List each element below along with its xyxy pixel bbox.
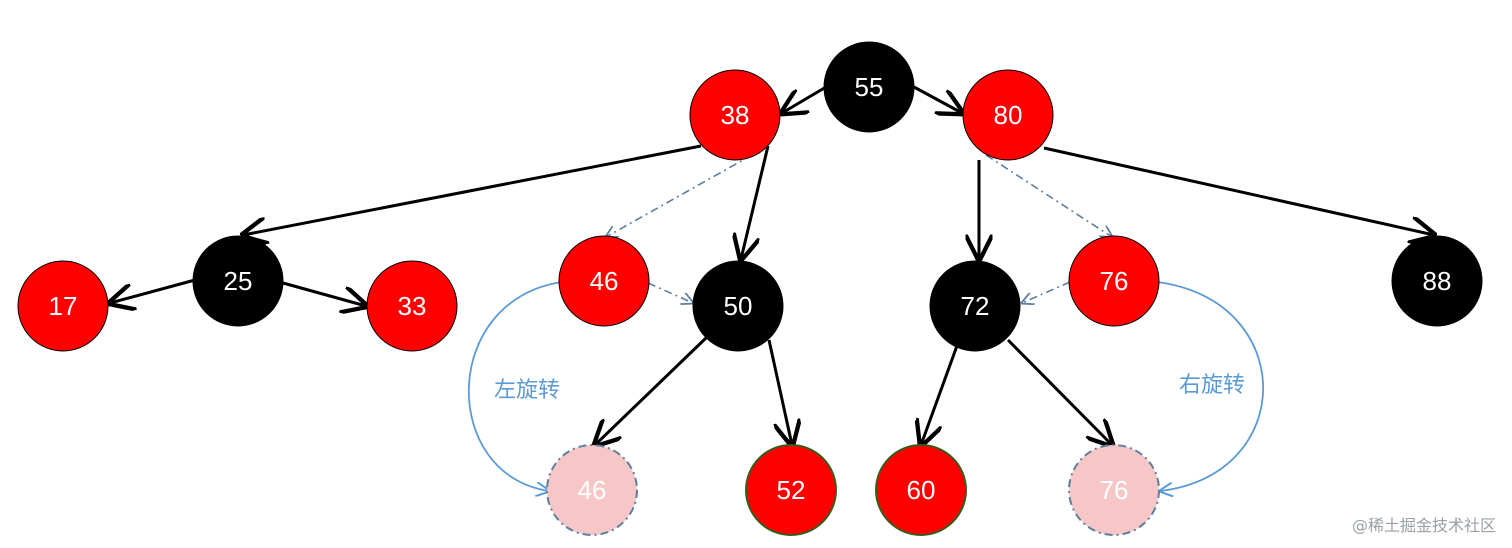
node-88-label: 88 bbox=[1423, 266, 1452, 296]
node-76-rotated-circle bbox=[1068, 444, 1160, 536]
node-25-circle bbox=[192, 235, 284, 327]
node-33: 33 bbox=[366, 260, 458, 352]
node-38-label: 38 bbox=[721, 100, 750, 130]
node-17: 17 bbox=[17, 260, 109, 352]
node-50-circle bbox=[692, 260, 784, 352]
node-46-rotated: 46 bbox=[546, 444, 638, 536]
node-52: 52 bbox=[745, 444, 837, 536]
node-80-label: 80 bbox=[994, 100, 1023, 130]
edge-25-33 bbox=[282, 281, 366, 306]
node-17-circle bbox=[17, 260, 109, 352]
node-46-rotated-circle bbox=[546, 444, 638, 536]
node-76-circle bbox=[1068, 235, 1160, 327]
edge-38-25 bbox=[243, 144, 702, 235]
edge-50-46b bbox=[595, 336, 708, 445]
node-55: 55 bbox=[823, 41, 915, 133]
node-38-circle bbox=[689, 69, 781, 161]
node-55-circle bbox=[823, 41, 915, 133]
node-33-label: 33 bbox=[398, 291, 427, 321]
tree-nodes: 55 38 80 25 17 33 46 50 bbox=[17, 41, 1483, 536]
node-80: 80 bbox=[962, 69, 1054, 161]
node-76-label: 76 bbox=[1100, 266, 1129, 296]
dashed-edge-38-46 bbox=[606, 154, 753, 237]
dashed-edge-76-72 bbox=[1022, 281, 1071, 303]
node-46: 46 bbox=[558, 235, 650, 327]
node-72-label: 72 bbox=[961, 291, 990, 321]
node-52-circle bbox=[745, 444, 837, 536]
watermark: @稀土掘金技术社区 bbox=[1351, 516, 1496, 535]
edge-38-50 bbox=[741, 145, 770, 259]
edge-72-60 bbox=[921, 342, 960, 445]
dashed-edge-46-50 bbox=[647, 282, 693, 303]
node-17-label: 17 bbox=[49, 291, 78, 321]
edge-80-88 bbox=[1043, 146, 1434, 235]
dashed-edge-80-76 bbox=[985, 154, 1112, 237]
node-46-label: 46 bbox=[590, 266, 619, 296]
edge-55-80 bbox=[913, 85, 962, 113]
node-52-label: 52 bbox=[777, 475, 806, 505]
node-76: 76 bbox=[1068, 235, 1160, 327]
node-60-circle bbox=[875, 444, 967, 536]
node-38: 38 bbox=[689, 69, 781, 161]
node-76-rotated: 76 bbox=[1068, 444, 1160, 536]
node-46-circle bbox=[558, 235, 650, 327]
rotation-arcs bbox=[467, 281, 1265, 491]
right-rotation-label: 右旋转 bbox=[1179, 373, 1245, 398]
node-50-label: 50 bbox=[724, 291, 753, 321]
edge-25-17 bbox=[110, 278, 196, 303]
edge-50-52 bbox=[767, 339, 792, 445]
node-25-label: 25 bbox=[224, 266, 253, 296]
node-50: 50 bbox=[692, 260, 784, 352]
node-72: 72 bbox=[929, 260, 1021, 352]
rotation-dashed-edges bbox=[606, 154, 1112, 303]
node-60-label: 60 bbox=[907, 475, 936, 505]
node-25: 25 bbox=[192, 235, 284, 327]
node-46-rotated-label: 46 bbox=[578, 475, 607, 505]
node-72-circle bbox=[929, 260, 1021, 352]
node-76-rotated-label: 76 bbox=[1100, 475, 1129, 505]
left-rotation-label: 左旋转 bbox=[494, 378, 560, 403]
tree-edges bbox=[110, 85, 1434, 445]
left-rotation-arc bbox=[467, 281, 563, 491]
node-88-circle bbox=[1391, 235, 1483, 327]
node-33-circle bbox=[366, 260, 458, 352]
edge-55-38 bbox=[782, 85, 827, 113]
edge-72-76b bbox=[1006, 338, 1112, 445]
node-60: 60 bbox=[875, 444, 967, 536]
node-88: 88 bbox=[1391, 235, 1483, 327]
node-80-circle bbox=[962, 69, 1054, 161]
right-rotation-arc bbox=[1156, 281, 1265, 491]
node-55-label: 55 bbox=[855, 72, 884, 102]
